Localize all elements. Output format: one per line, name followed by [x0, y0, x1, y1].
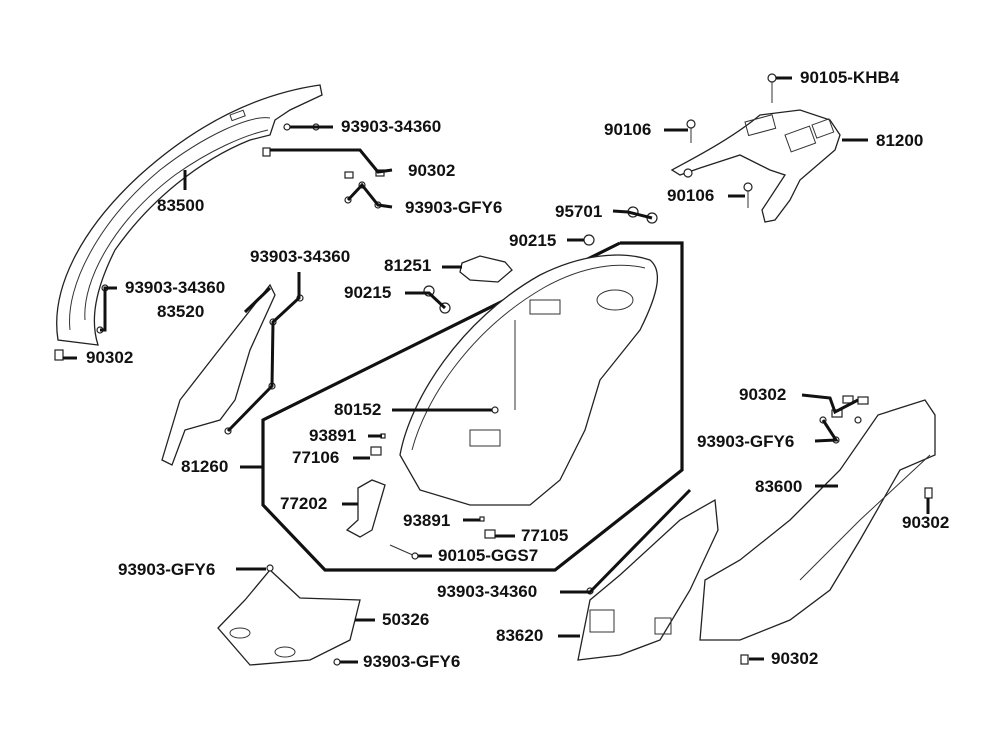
label-90302-right: 90302 [902, 513, 950, 532]
label-81251: 81251 [384, 256, 432, 275]
part-81200-rear-carrier [670, 109, 841, 223]
label-95701: 95701 [555, 202, 603, 221]
label-50326: 50326 [382, 610, 430, 629]
label-93903-34360-mid: 93903-34360 [250, 247, 351, 266]
label-93903-GFY6-bottom: 93903-GFY6 [363, 652, 461, 671]
label-93891-b: 93891 [403, 511, 451, 530]
label-93903-GFY6-right: 93903-GFY6 [697, 432, 795, 451]
part-83520-side-panel [161, 283, 276, 466]
part-50326-floor-panel [217, 569, 361, 666]
label-90302-right-top: 90302 [739, 385, 787, 404]
label-77105: 77105 [521, 526, 569, 545]
label-93891-a: 93891 [309, 426, 357, 445]
label-93903-34360-left: 93903-34360 [125, 278, 226, 297]
leader-lines [63, 76, 930, 664]
label-83620: 83620 [496, 626, 544, 645]
part-81260-luggage-box [399, 254, 659, 506]
part-77202-bracket [345, 479, 386, 538]
part-83500-rear-cover [56, 84, 323, 346]
label-81260: 81260 [181, 457, 229, 476]
label-93903-34360-bottom: 93903-34360 [437, 582, 538, 601]
label-93903-GFY6-left: 93903-GFY6 [118, 560, 216, 579]
label-83600: 83600 [755, 477, 803, 496]
label-90302-left: 90302 [86, 348, 134, 367]
label-90106-a: 90106 [604, 120, 652, 139]
label-83500: 83500 [157, 196, 205, 215]
part-81251-lid [459, 255, 513, 283]
label-90106-b: 90106 [667, 186, 715, 205]
part-81260-group-frame [261, 241, 684, 572]
label-93903-34360-top: 93903-34360 [341, 117, 442, 136]
label-90302-top: 90302 [408, 161, 456, 180]
label-81200: 81200 [876, 131, 924, 150]
label-90215-a: 90215 [509, 231, 557, 250]
label-80152: 80152 [334, 400, 382, 419]
label-93903-GFY6-top: 93903-GFY6 [405, 198, 503, 217]
label-90215-b: 90215 [344, 283, 392, 302]
label-90105-GGS7: 90105-GGS7 [438, 546, 539, 565]
label-77106: 77106 [292, 448, 340, 467]
label-77202: 77202 [280, 494, 328, 513]
label-83520: 83520 [157, 302, 205, 321]
part-83600-side-cover [699, 399, 936, 641]
label-90105-KHB4: 90105-KHB4 [800, 68, 900, 87]
label-90302-bottom: 90302 [771, 649, 819, 668]
part-83620-lower-panel [577, 498, 719, 661]
